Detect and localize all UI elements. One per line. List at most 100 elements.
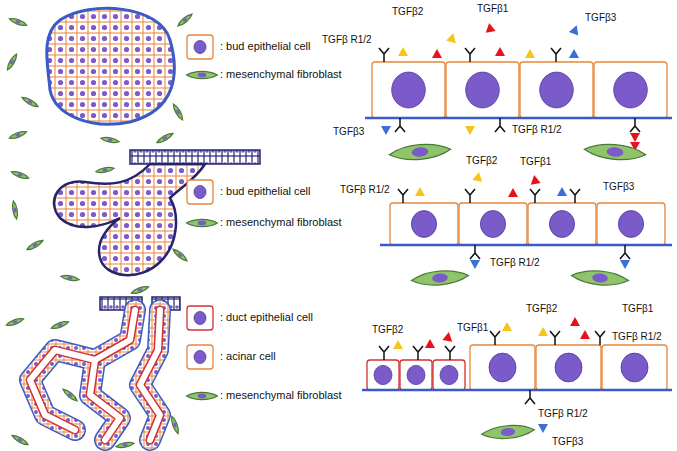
signal-label: TGFβ1: [520, 156, 551, 168]
fibroblast-body: [187, 219, 218, 226]
tgf-receptor: [551, 48, 561, 62]
fibroblast-body: [172, 247, 189, 262]
mesenchymal-fibroblast: [172, 247, 189, 262]
fibroblast-body: [481, 423, 535, 440]
tgf-receptor: [630, 118, 640, 132]
fibroblast-nucleus: [198, 394, 206, 399]
tgf-ligand: [470, 260, 480, 269]
duct-tube: [140, 310, 160, 440]
cell-nucleus: [466, 72, 500, 108]
tgf-ligand: [569, 49, 579, 58]
fibroblast-nucleus: [606, 147, 624, 158]
fibroblast-nucleus: [17, 438, 23, 443]
tgf-receptor: [465, 189, 475, 203]
signal-label: TGFβ1: [477, 3, 508, 15]
legend-sample: [187, 306, 213, 330]
basement-membrane: [380, 244, 672, 247]
tgf-ligand: [525, 49, 535, 58]
mesenchymal-fibroblast: [131, 285, 150, 295]
fibroblast-nucleus: [162, 136, 168, 141]
fibroblast-body: [96, 166, 115, 174]
fibroblast-nucleus: [177, 252, 183, 257]
fibroblast-body: [26, 238, 44, 251]
legend-text: : mesenchymal fibroblast: [220, 68, 342, 81]
legend-text: : bud epithelial cell: [220, 40, 311, 53]
tgf-ligand: [569, 24, 581, 36]
tgf-receptor: [413, 346, 423, 360]
fibroblast-body: [411, 269, 469, 288]
mesenchymal-fibroblast: [389, 142, 452, 162]
legend-text: : duct epithelial cell: [220, 311, 313, 324]
epithelial-bud: [47, 8, 175, 124]
legend-text: : mesenchymal fibroblast: [220, 216, 342, 229]
fibroblast-body: [156, 131, 174, 144]
cell-nucleus: [440, 365, 458, 384]
signal-label: TGFβ R1/2: [490, 257, 540, 269]
epithelial-cell: [602, 345, 667, 390]
cell-nucleus: [555, 353, 582, 382]
duct-tube: [90, 360, 120, 440]
fibroblast-body: [11, 433, 29, 446]
oral-epithelium-band: [130, 150, 260, 164]
fibroblast-nucleus: [57, 323, 63, 327]
fibroblast-nucleus: [10, 59, 15, 65]
branching-bud: [54, 164, 205, 275]
cell-nucleus: [480, 211, 505, 238]
tgf-ligand: [393, 340, 403, 349]
tgf-ligand: [484, 22, 495, 33]
signal-label: TGFβ R1/2: [612, 331, 662, 343]
fibroblast-body: [131, 285, 150, 295]
cell-schemes: [187, 22, 672, 440]
signal-label: TGFβ3: [585, 12, 616, 24]
fibroblast-nucleus: [500, 427, 515, 436]
epithelial-cell: [372, 62, 445, 118]
mesenchymal-fibroblast: [116, 441, 135, 449]
mesenchymal-fibroblast: [170, 416, 180, 435]
mesenchymal-fibroblast: [101, 136, 120, 144]
fibroblast-body: [101, 136, 120, 144]
cell-nucleus: [618, 211, 643, 238]
legend-text: : bud epithelial cell: [220, 185, 311, 198]
tgf-ligand: [508, 188, 518, 197]
tgf-ligand: [620, 260, 630, 269]
epithelial-cell: [367, 360, 399, 390]
mesenchymal-fibroblast: [61, 274, 80, 282]
mesenchymal-fibroblast: [26, 238, 44, 251]
fibroblast-body: [11, 170, 30, 180]
mesenchymal-fibroblast: [187, 392, 218, 399]
duct-tube: [30, 310, 135, 430]
mesenchymal-fibroblast: [177, 12, 194, 27]
tgf-receptor: [550, 331, 560, 345]
fibroblast-body: [61, 274, 80, 282]
duct-tube: [90, 360, 120, 440]
epithelial-cell: [470, 345, 535, 390]
legend-sample: [187, 35, 213, 59]
mesenchymal-fibroblast: [9, 130, 28, 140]
tgf-receptor: [525, 390, 535, 404]
fibroblast-body: [177, 12, 194, 27]
epithelial-cell: [597, 203, 665, 245]
fibroblast-nucleus: [15, 20, 21, 24]
mesenchymal-fibroblast: [481, 423, 535, 440]
tgf-ligand: [415, 187, 425, 196]
tgf-receptor: [445, 346, 455, 360]
legend-text: : mesenchymal fibroblast: [220, 389, 342, 402]
cell-nucleus: [411, 211, 436, 238]
tgf-ligand: [398, 47, 408, 56]
epithelial-cell: [459, 203, 527, 245]
legend-sample-nucleus: [194, 186, 206, 199]
tgf-ligand: [432, 49, 442, 58]
fibroblast-nucleus: [411, 147, 429, 158]
mesenchymal-fibroblast: [11, 170, 30, 180]
mesenchymal-fibroblast: [5, 53, 18, 71]
duct-tube: [140, 310, 160, 440]
fibroblast-body: [9, 17, 28, 27]
mesenchymal-fibroblast: [571, 269, 629, 288]
tgf-receptor: [395, 118, 405, 132]
mesenchymal-fibroblast: [411, 269, 469, 288]
cell-nucleus: [392, 72, 426, 108]
tgf-receptor: [465, 48, 475, 62]
mesenchymal-fibroblast: [187, 219, 218, 226]
mesenchymal-fibroblast: [171, 103, 184, 121]
signal-label: TGFβ2: [392, 6, 423, 18]
